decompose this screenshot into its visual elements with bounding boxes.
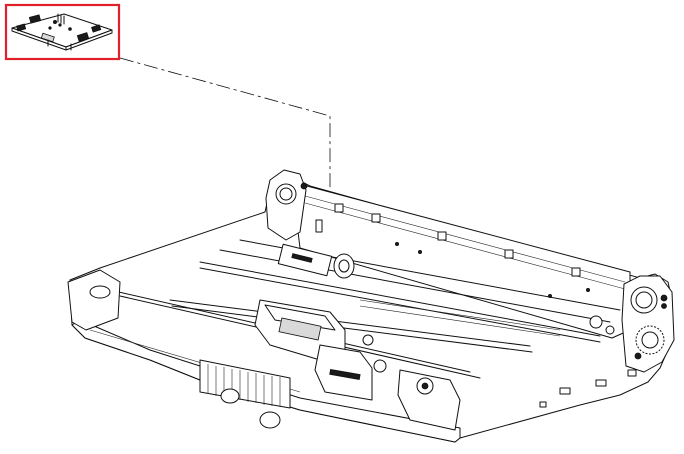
carriage-unit — [254, 299, 373, 401]
guide-rails — [109, 239, 621, 379]
highlight-box[interactable] — [4, 3, 121, 61]
highlighted-part-group[interactable] — [4, 3, 121, 61]
feed-roller — [199, 359, 291, 429]
left-end-plate — [67, 269, 121, 331]
front-lip — [71, 319, 461, 443]
right-roller-bracket — [397, 369, 461, 431]
printer-chassis-assembly — [67, 169, 675, 443]
motor-unit — [277, 243, 355, 279]
left-side-plate — [265, 169, 307, 241]
circuit-board-part — [11, 13, 113, 51]
